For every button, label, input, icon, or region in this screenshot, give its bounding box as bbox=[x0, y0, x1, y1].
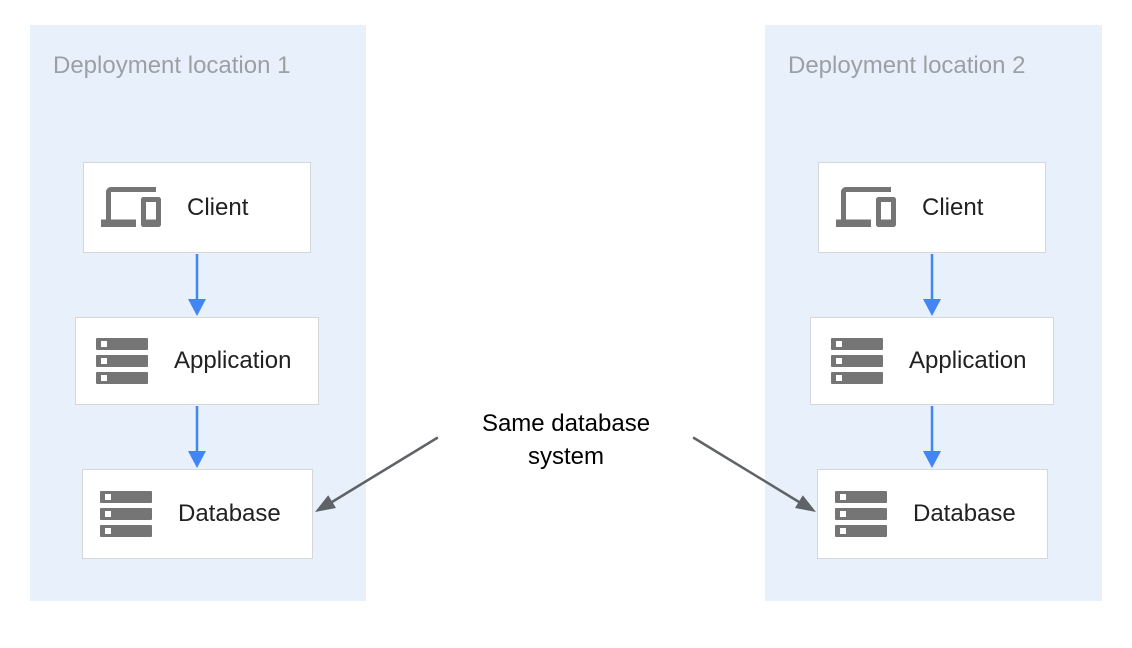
storage-icon bbox=[96, 338, 148, 384]
devices-icon bbox=[101, 182, 161, 234]
node-client-1: Client bbox=[83, 162, 311, 253]
devices-icon bbox=[836, 182, 896, 234]
panel-title: Deployment location 2 bbox=[788, 52, 1026, 79]
node-label: Database bbox=[913, 500, 1016, 527]
annotation-line-2: system bbox=[527, 443, 604, 470]
node-label: Application bbox=[909, 347, 1027, 374]
node-application-1: Application bbox=[75, 317, 319, 405]
panel-title: Deployment location 1 bbox=[53, 52, 291, 79]
node-label: Client bbox=[187, 193, 249, 221]
node-label: Database bbox=[178, 500, 281, 527]
annotation-line-1: Same database bbox=[481, 410, 651, 437]
storage-icon bbox=[835, 491, 887, 537]
storage-icon bbox=[831, 338, 883, 384]
node-database-1: Database bbox=[82, 469, 313, 559]
node-label: Application bbox=[174, 347, 292, 374]
node-database-2: Database bbox=[817, 469, 1048, 559]
node-application-2: Application bbox=[810, 317, 1054, 405]
node-label: Client bbox=[922, 193, 984, 221]
storage-icon bbox=[100, 491, 152, 537]
annotation-same-database-system: Same database system bbox=[440, 407, 692, 473]
node-client-2: Client bbox=[818, 162, 1046, 253]
